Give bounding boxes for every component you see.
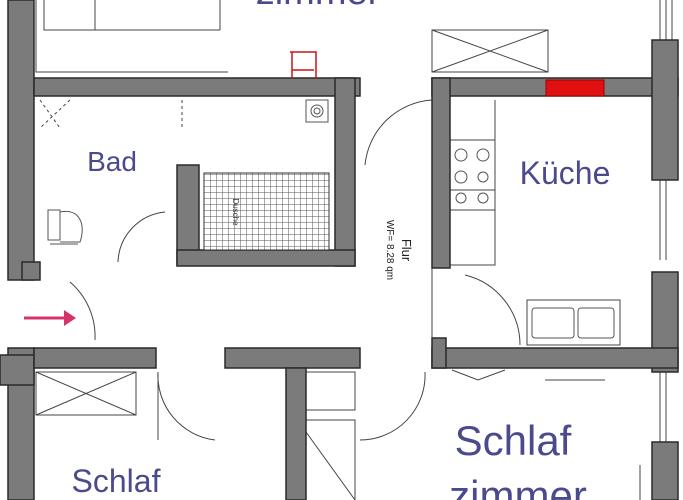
flur-label: Flur WF= 8.28 qm [384,220,414,280]
flur-area: WF= 8.28 qm [384,220,395,280]
room-label-zimmer-right: zimmer [449,472,587,500]
room-label-schlaf-left: Schlaf [72,463,161,499]
arrow-right-icon [24,310,76,326]
radiator [290,51,317,78]
kitchen-stove [454,148,490,204]
shower: Dusche [203,172,330,251]
room-label-kueche: Küche [520,155,611,191]
heater [545,79,605,97]
room-label-top: zimmer [256,0,381,13]
kitchen-sink [531,307,615,339]
room-label-schlaf-right: Schlaf [455,417,572,464]
flur-name: Flur [399,239,414,262]
room-label-bad: Bad [87,146,137,177]
dusche-label: Dusche [231,198,240,226]
bad-fixtures [47,99,329,245]
